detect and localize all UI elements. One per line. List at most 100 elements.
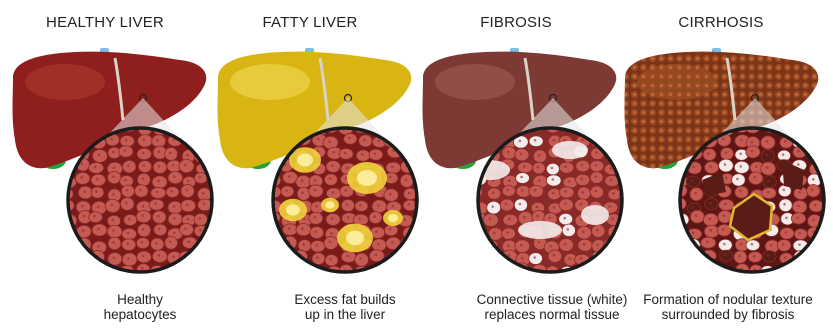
cell-nucleus bbox=[827, 280, 830, 283]
cell-nucleus bbox=[270, 270, 273, 273]
cell-nucleus bbox=[595, 124, 598, 127]
cell-nucleus bbox=[156, 191, 159, 194]
hepatocyte-cell bbox=[690, 210, 704, 223]
hepatocyte-cell bbox=[821, 225, 833, 236]
hepatocyte-cell bbox=[61, 241, 76, 253]
cell-nucleus bbox=[477, 177, 480, 180]
cell-nucleus bbox=[797, 150, 800, 153]
cell-nucleus bbox=[214, 270, 217, 273]
cell-nucleus bbox=[98, 154, 101, 157]
hepatocyte-cell bbox=[620, 224, 635, 236]
cell-nucleus bbox=[125, 139, 128, 142]
cell-nucleus bbox=[83, 215, 86, 218]
cell-nucleus bbox=[124, 179, 127, 182]
cell-nucleus bbox=[521, 257, 524, 260]
hepatocyte-cell bbox=[92, 224, 107, 236]
caption-line: Excess fat builds bbox=[240, 292, 450, 307]
cell-nucleus bbox=[491, 205, 494, 208]
hepatocyte-cell bbox=[780, 228, 794, 239]
cell-nucleus bbox=[596, 229, 599, 232]
cell-nucleus bbox=[724, 253, 727, 256]
hepatocyte-cell bbox=[471, 278, 485, 291]
cell-nucleus bbox=[583, 243, 586, 246]
cell-nucleus bbox=[113, 167, 116, 170]
hepatocyte-cell bbox=[165, 236, 178, 249]
cell-nucleus bbox=[582, 230, 585, 233]
hepatocyte-cell bbox=[471, 264, 484, 277]
cell-nucleus bbox=[419, 242, 422, 245]
hepatocyte-cell bbox=[701, 263, 715, 275]
cell-nucleus bbox=[287, 280, 290, 283]
cell-nucleus bbox=[314, 216, 317, 219]
cell-nucleus bbox=[158, 150, 161, 153]
cell-nucleus bbox=[612, 270, 615, 273]
cell-nucleus bbox=[313, 179, 316, 182]
cell-nucleus bbox=[568, 281, 571, 284]
cell-nucleus bbox=[199, 176, 202, 179]
cell-nucleus bbox=[830, 166, 833, 169]
hepatocyte-cell bbox=[197, 278, 211, 290]
hepatocyte-cell bbox=[487, 188, 500, 199]
cell-nucleus bbox=[624, 243, 627, 246]
cell-nucleus bbox=[579, 268, 582, 271]
fat-deposit-core bbox=[357, 170, 377, 186]
hepatocyte-cell bbox=[502, 186, 515, 197]
hepatocyte-cell bbox=[749, 172, 763, 185]
cell-nucleus bbox=[739, 165, 742, 168]
cell-nucleus bbox=[551, 178, 554, 181]
hepatocyte-cell bbox=[734, 161, 749, 173]
hepatocyte-cell bbox=[120, 135, 134, 146]
hepatocyte-cell bbox=[503, 214, 518, 226]
cell-nucleus bbox=[81, 268, 84, 271]
hepatocyte-cell bbox=[296, 175, 311, 188]
cell-nucleus bbox=[359, 204, 362, 207]
cell-nucleus bbox=[781, 267, 784, 270]
hepatocyte-cell bbox=[213, 238, 227, 250]
cell-nucleus bbox=[315, 270, 318, 273]
hepatocyte-cell bbox=[671, 238, 685, 251]
cell-nucleus bbox=[736, 178, 739, 181]
hepatocyte-cell bbox=[180, 224, 194, 236]
hepatocyte-cell bbox=[281, 186, 294, 197]
hepatocyte-cell bbox=[91, 174, 106, 186]
cell-nucleus bbox=[568, 257, 571, 260]
hepatocyte-cell bbox=[122, 253, 137, 266]
hepatocyte-cell bbox=[578, 239, 592, 251]
cell-nucleus bbox=[595, 151, 598, 154]
cell-nucleus bbox=[536, 206, 539, 209]
cell-nucleus bbox=[373, 215, 376, 218]
cell-nucleus bbox=[345, 282, 348, 285]
hepatocyte-cell bbox=[514, 199, 527, 212]
cell-nucleus bbox=[581, 139, 584, 142]
cell-nucleus bbox=[331, 217, 334, 220]
cell-nucleus bbox=[408, 203, 411, 206]
hepatocyte-cell bbox=[309, 185, 324, 197]
hepatocyte-cell bbox=[705, 198, 719, 210]
hepatocyte-cell bbox=[59, 277, 73, 288]
cell-nucleus bbox=[141, 241, 144, 244]
hepatocyte-cell bbox=[473, 250, 487, 262]
cell-nucleus bbox=[627, 283, 630, 286]
cell-nucleus bbox=[722, 138, 725, 141]
hepatocyte-cell bbox=[486, 263, 500, 275]
cell-nucleus bbox=[374, 152, 377, 155]
cell-nucleus bbox=[507, 244, 510, 247]
cell-nucleus bbox=[595, 164, 598, 167]
cell-nucleus bbox=[491, 267, 494, 270]
cell-nucleus bbox=[609, 149, 612, 152]
cell-nucleus bbox=[624, 193, 627, 196]
cell-nucleus bbox=[157, 282, 160, 285]
hepatocyte-cell bbox=[212, 159, 226, 171]
hepatocyte-cell bbox=[76, 265, 90, 276]
hepatocyte-cell bbox=[181, 200, 196, 212]
hepatocyte-cell bbox=[340, 278, 355, 290]
cell-nucleus bbox=[724, 163, 727, 166]
cell-nucleus bbox=[157, 215, 160, 218]
hepatocyte-cell bbox=[604, 254, 619, 265]
cell-nucleus bbox=[359, 257, 362, 260]
hepatocyte-cell bbox=[137, 251, 152, 263]
cell-nucleus bbox=[346, 167, 349, 170]
cell-nucleus bbox=[563, 217, 566, 220]
hepatocyte-cell bbox=[795, 264, 809, 276]
cell-nucleus bbox=[815, 242, 818, 245]
